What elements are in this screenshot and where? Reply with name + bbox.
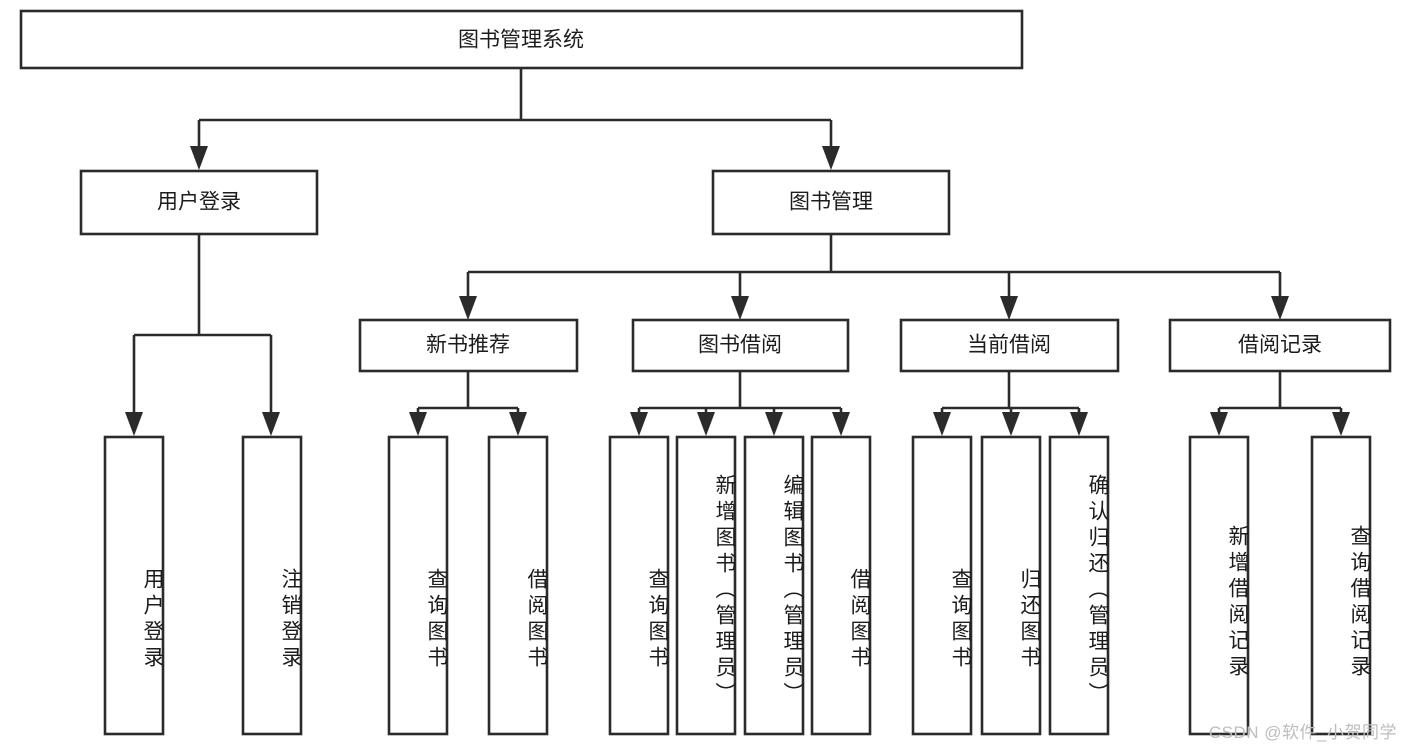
- leaf-box-current-borrow-2[interactable]: [980, 435, 1042, 736]
- leaf-box-book-borrow-3[interactable]: [743, 435, 805, 736]
- node-book-borrow[interactable]: 图书借阅: [631, 318, 850, 373]
- node-root-system-box[interactable]: [19, 9, 1024, 70]
- node-root-system-label: 图书管理系统: [458, 29, 584, 52]
- arrow-bookborrow-leaf3: [765, 412, 783, 436]
- node-current-borrow-box[interactable]: [899, 318, 1120, 373]
- edge-group-user-login: [125, 234, 280, 436]
- arrow-newbook-leaf1: [409, 412, 427, 436]
- arrow-bookmgmt-to-record: [1271, 296, 1289, 320]
- node-current-borrow-label: 当前借阅: [967, 334, 1051, 357]
- arrow-current-leaf2: [1002, 412, 1020, 436]
- csdn-watermark: CSDN @软件_小贺同学: [1208, 723, 1397, 742]
- node-book-management-box[interactable]: [711, 169, 951, 236]
- arrow-root-to-bookmgmt: [822, 146, 840, 170]
- node-current-borrow[interactable]: 当前借阅: [899, 318, 1120, 373]
- arrow-bookmgmt-to-borrow: [731, 296, 749, 320]
- leaf-box-new-book-2[interactable]: [487, 435, 549, 736]
- edge-group-current-borrow: [933, 371, 1088, 436]
- arrow-userlogin-leaf2: [262, 412, 280, 436]
- node-borrow-record[interactable]: 借阅记录: [1168, 318, 1392, 373]
- arrow-userlogin-leaf1: [125, 412, 143, 436]
- leaf-box-current-borrow-3[interactable]: [1048, 435, 1110, 736]
- node-user-login-box[interactable]: [79, 169, 319, 236]
- arrow-bookborrow-leaf2: [697, 412, 715, 436]
- edge-group-root: [190, 68, 840, 170]
- edge-group-borrow-record: [1210, 371, 1350, 436]
- node-borrow-record-label: 借阅记录: [1238, 334, 1322, 357]
- arrow-record-leaf1: [1210, 412, 1228, 436]
- leaf-box-book-borrow-2[interactable]: [675, 435, 737, 736]
- arrow-bookmgmt-to-newbook: [459, 296, 477, 320]
- arrow-current-leaf3: [1070, 412, 1088, 436]
- node-new-book-recommend-label: 新书推荐: [426, 334, 510, 357]
- leaf-boxes: [103, 435, 1372, 736]
- node-user-login[interactable]: 用户登录: [79, 169, 319, 236]
- node-user-login-label: 用户登录: [157, 191, 241, 214]
- leaf-box-borrow-record-2[interactable]: [1310, 435, 1372, 736]
- node-root-system[interactable]: 图书管理系统: [19, 9, 1024, 70]
- node-book-borrow-label: 图书借阅: [698, 334, 782, 357]
- node-new-book-recommend-box[interactable]: [358, 318, 579, 373]
- arrow-bookborrow-leaf4: [832, 412, 850, 436]
- node-book-management-label: 图书管理: [789, 191, 873, 214]
- leaf-box-new-book-1[interactable]: [387, 435, 449, 736]
- leaf-box-user-login-1[interactable]: [103, 435, 165, 736]
- arrow-root-to-userlogin: [190, 146, 208, 170]
- arrow-bookborrow-leaf1: [630, 412, 648, 436]
- arrow-current-leaf1: [933, 412, 951, 436]
- arrow-newbook-leaf2: [509, 412, 527, 436]
- leaf-box-borrow-record-1[interactable]: [1188, 435, 1250, 736]
- arrow-bookmgmt-to-current: [1000, 296, 1018, 320]
- leaf-box-user-login-2[interactable]: [241, 435, 303, 736]
- node-book-borrow-box[interactable]: [631, 318, 850, 373]
- edge-group-new-book-recommend: [409, 371, 527, 436]
- arrow-record-leaf2: [1332, 412, 1350, 436]
- leaf-box-book-borrow-4[interactable]: [810, 435, 872, 736]
- leaf-box-book-borrow-1[interactable]: [608, 435, 670, 736]
- node-book-management[interactable]: 图书管理: [711, 169, 951, 236]
- edge-group-book-borrow: [630, 371, 850, 436]
- node-new-book-recommend[interactable]: 新书推荐: [358, 318, 579, 373]
- leaf-box-current-borrow-1[interactable]: [911, 435, 973, 736]
- node-borrow-record-box[interactable]: [1168, 318, 1392, 373]
- edge-group-book-management: [459, 234, 1289, 320]
